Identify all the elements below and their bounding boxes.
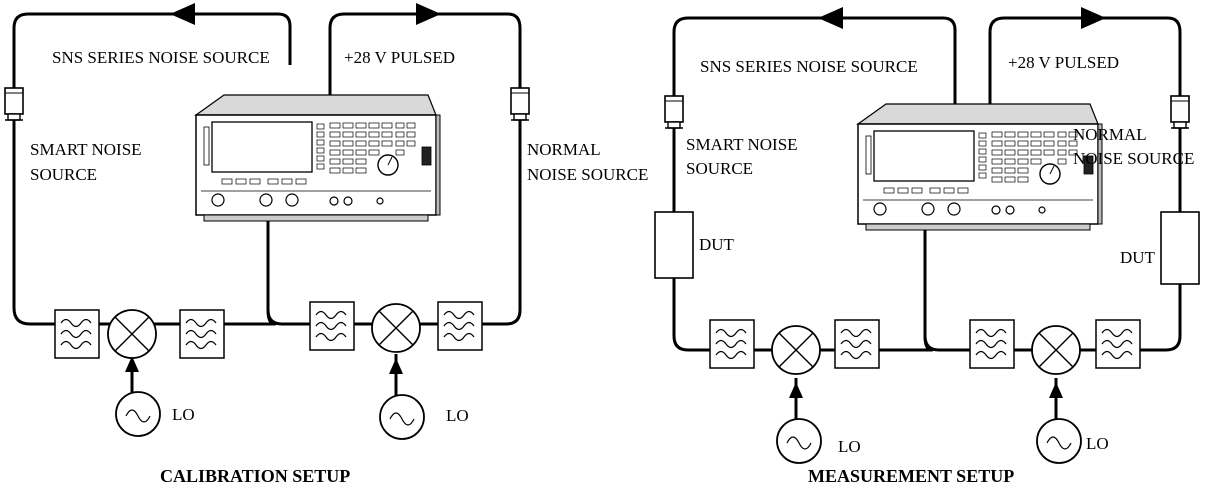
smart-noise-source-icon (664, 95, 684, 129)
mixer-icon (371, 303, 421, 353)
smart-noise-label-2: SOURCE (686, 159, 753, 178)
lo-label: LO (838, 437, 861, 456)
lo-oscillator-icon (379, 394, 425, 440)
lo-oscillator-icon (1036, 418, 1082, 464)
sns-label: SNS SERIES NOISE SOURCE (700, 57, 918, 76)
mixer-icon (771, 325, 821, 375)
arrow-right-icon (416, 3, 441, 25)
mixer-icon (1031, 325, 1081, 375)
normal-noise-label: NORMAL (1073, 125, 1147, 144)
pulsed-label: +28 V PULSED (1008, 53, 1119, 72)
lo-oscillator-icon (115, 391, 161, 437)
smart-noise-source-icon (4, 87, 24, 121)
sns-cable-left (12, 12, 292, 88)
arrow-left-icon (170, 3, 195, 25)
lo-label: LO (172, 405, 195, 424)
dut-label: DUT (699, 235, 735, 254)
lo-label: LO (1086, 434, 1109, 453)
sns-cable-left (672, 16, 957, 104)
normal-noise-label: NORMAL (527, 140, 601, 159)
dut-label: DUT (1120, 248, 1156, 267)
filter-icon (54, 309, 100, 359)
normal-noise-source-icon (510, 87, 530, 121)
calibration-caption: CALIBRATION SETUP (160, 466, 350, 486)
normal-noise-label-2: NOISE SOURCE (1073, 149, 1194, 168)
sns-label: SNS SERIES NOISE SOURCE (52, 48, 270, 67)
lo-oscillator-icon (776, 418, 822, 464)
normal-noise-source-icon (1170, 95, 1190, 129)
filter-icon (834, 319, 880, 369)
filter-icon (969, 319, 1015, 369)
arrow-up-icon (389, 358, 403, 374)
filter-icon (179, 309, 225, 359)
noise-figure-analyzer-icon (195, 94, 441, 222)
measurement-setup: SNS SERIES NOISE SOURCE +28 V PULSED SMA… (654, 7, 1200, 486)
filter-icon (1095, 319, 1141, 369)
signal-path-right (266, 118, 522, 326)
measurement-caption: MEASUREMENT SETUP (808, 466, 1014, 486)
calibration-setup: SNS SERIES NOISE SOURCE +28 V PULSED SMA… (4, 3, 648, 486)
arrow-up-icon (789, 382, 803, 398)
filter-icon (437, 301, 483, 351)
filter-icon (709, 319, 755, 369)
arrow-up-icon (125, 356, 139, 372)
mixer-icon (107, 309, 157, 359)
smart-noise-label: SMART NOISE (30, 140, 142, 159)
arrow-left-icon (818, 7, 843, 29)
normal-noise-label-2: NOISE SOURCE (527, 165, 648, 184)
arrow-right-icon (1081, 7, 1106, 29)
dut-block-left (654, 211, 694, 279)
smart-noise-label-2: SOURCE (30, 165, 97, 184)
noise-figure-analyzer-icon (857, 103, 1103, 231)
dut-block-right (1160, 211, 1200, 285)
lo-label: LO (446, 406, 469, 425)
smart-noise-label: SMART NOISE (686, 135, 798, 154)
arrow-up-icon (1049, 382, 1063, 398)
filter-icon (309, 301, 355, 351)
pulsed-label: +28 V PULSED (344, 48, 455, 67)
